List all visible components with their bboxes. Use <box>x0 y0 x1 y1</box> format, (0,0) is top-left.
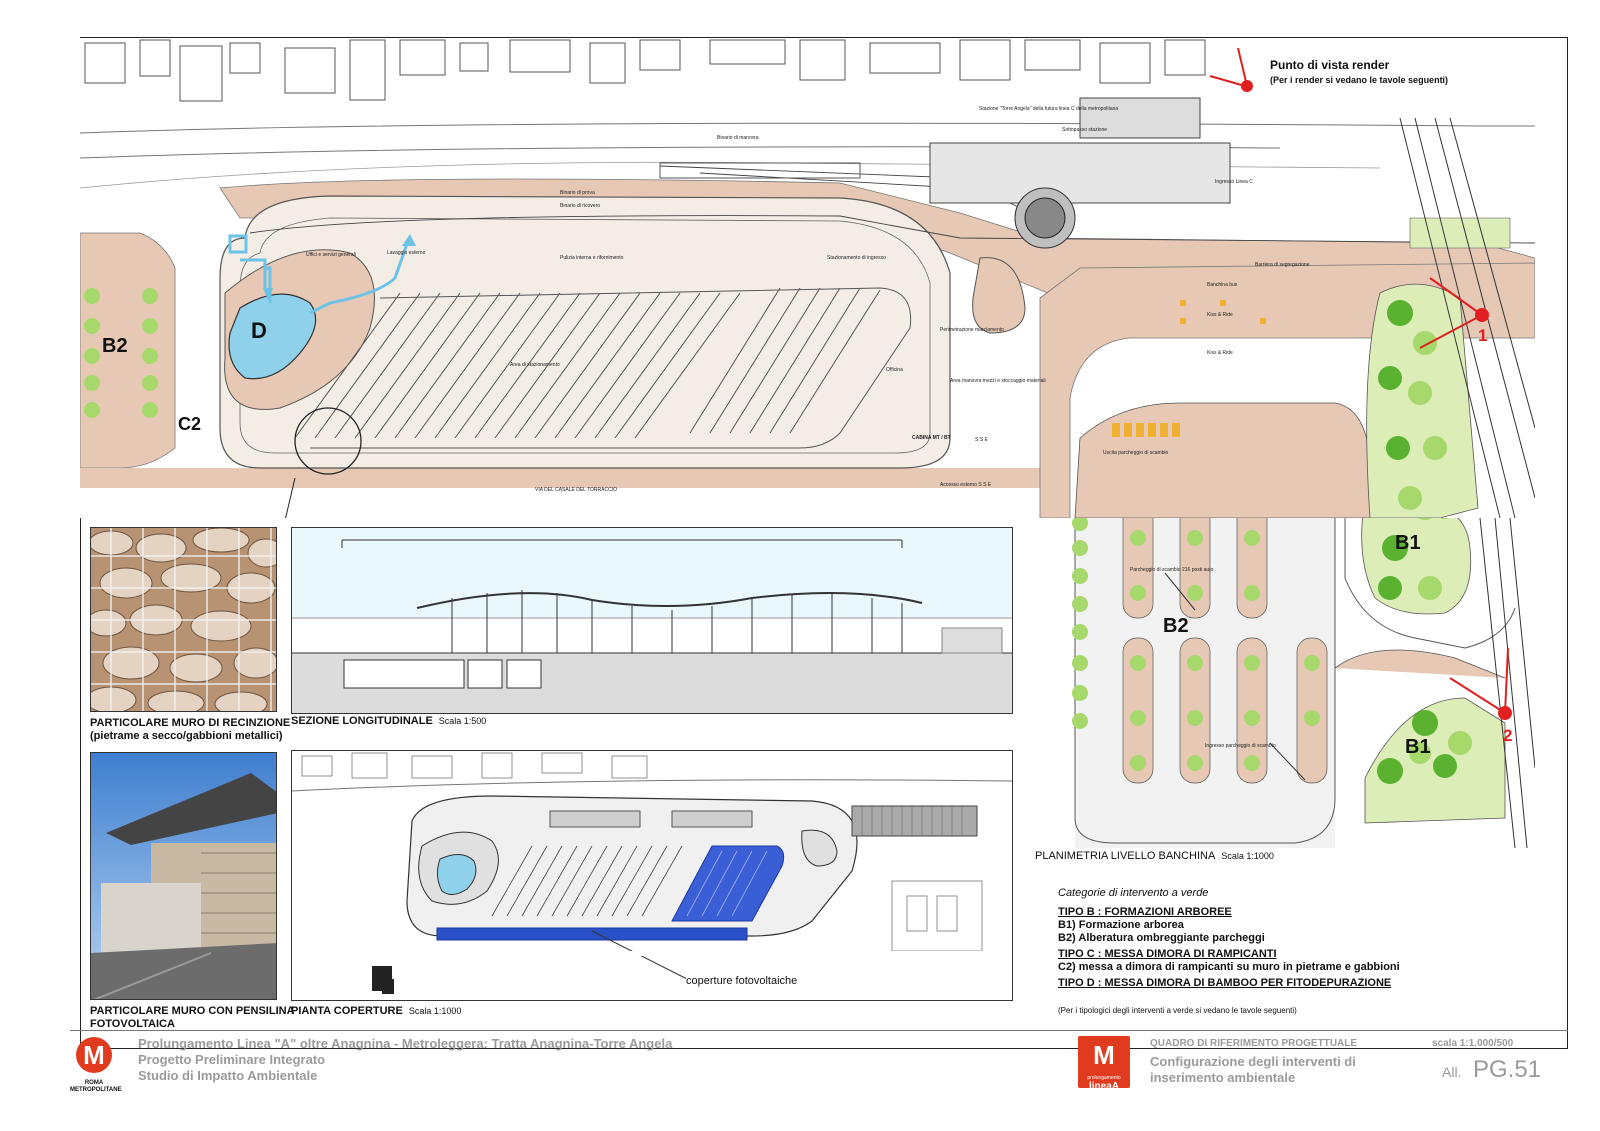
phyto-pond <box>228 293 317 380</box>
legend-title: Categorie di intervento a verde <box>1058 887 1209 899</box>
underpass-label: Sottopasso stazione <box>1062 127 1108 133</box>
viewpoint-1-marker <box>1419 277 1489 349</box>
kiss-ride-1-label: Kiss & Ride <box>1207 312 1233 318</box>
trees-b2-left <box>84 288 158 418</box>
parking-plan <box>1072 518 1535 848</box>
footer-rule <box>70 1030 1568 1031</box>
main-site-plan <box>80 38 1535 518</box>
manoeuvre-track-label: Binario di manovra <box>717 135 759 141</box>
pv-wall-caption: PARTICOLARE MURO CON PENSILINA <box>90 1005 295 1017</box>
park-entry-label: Ingresso parcheggio di scambio <box>1205 743 1276 749</box>
svg-text:M: M <box>1093 1040 1115 1070</box>
test-track-label: Binario di prova <box>560 190 595 196</box>
trees-b1-top <box>1378 300 1447 510</box>
project-title: Prolungamento Linea "A" oltre Anagnina -… <box>138 1036 673 1051</box>
legend-b2: B2) Alberatura ombreggiante parcheggi <box>1058 932 1265 944</box>
offices-label: Uffici e servizi generali <box>306 252 356 258</box>
sse-access-label: Accesso esterno S S E <box>940 482 992 488</box>
sse-label: S S E <box>975 437 988 443</box>
park-capacity-label: Parcheggio di scambio 216 posti auto <box>1130 567 1214 573</box>
drawing-scale: scala 1:1.000/500 <box>1432 1038 1514 1049</box>
storage-track-label: Binario di ricovero <box>560 203 601 209</box>
trees-b2-parking <box>1072 518 1320 771</box>
legend-type-c: TIPO C : MESSA DIMORA DI RAMPICANTI <box>1058 948 1277 960</box>
viewpoint-2-marker <box>1449 647 1512 720</box>
washing-label: Lavaggio esterno <box>387 250 426 256</box>
entry-stabling-label: Stazionamento di ingresso <box>827 255 886 261</box>
sheet-number: PG.51 <box>1473 1056 1542 1083</box>
viewpoint-legend-marker <box>1209 47 1253 92</box>
detail-circle <box>294 407 362 475</box>
kiss-ride-2-label: Kiss & Ride <box>1207 350 1233 356</box>
barrier-label: Barriera di segregazione <box>1255 262 1310 268</box>
ref-title: QUADRO DI RIFERIMENTO PROGETTUALE <box>1150 1038 1358 1049</box>
label-b2-parking: B2 <box>1163 615 1189 637</box>
label-b2-left: B2 <box>102 335 128 357</box>
legend-type-b: TIPO B : FORMAZIONI ARBOREE <box>1058 906 1232 918</box>
label-b1-top: B1 <box>1395 532 1421 554</box>
cabin-label: CABINA MT / BT <box>912 435 951 441</box>
config-line2: inserimento ambientale <box>1150 1070 1296 1085</box>
config-line1: Configurazione degli interventi di <box>1150 1054 1356 1069</box>
legend-type-d: TIPO D : MESSA DIMORA DI BAMBOO PER FITO… <box>1058 977 1392 989</box>
roof-plan-panel <box>291 750 1013 1001</box>
wall-caption: PARTICOLARE MURO DI RECINZIONE <box>90 717 291 729</box>
pv-wall-photo <box>90 752 277 1000</box>
wall-caption-sub: (pietrame a secco/gabbioni metallici) <box>90 730 283 742</box>
park-exit-label: Uscita parcheggio di scambio <box>1103 450 1169 456</box>
svg-text:M: M <box>83 1040 105 1070</box>
project-subtitle: Progetto Preliminare Integrato <box>138 1052 326 1067</box>
bus-platform-label: Banchina bus <box>1207 282 1238 288</box>
label-d: D <box>251 318 267 343</box>
section-panel <box>291 527 1013 714</box>
drawing-frame <box>80 37 1568 1049</box>
manoeuvre-area-label: Area manovra mezzi e stoccaggio material… <box>950 378 1046 384</box>
roma-metropolitane-logo: M ROMA METROPOLITANE <box>70 1035 122 1093</box>
label-c2: C2 <box>178 414 202 434</box>
pv-wall-caption-sub: FOTOVOLTAICA <box>90 1018 175 1030</box>
line-c-entry-label: Ingresso Linea C <box>1215 179 1253 185</box>
project-study: Studio di Impatto Ambientale <box>138 1068 318 1083</box>
stabling-area-label: Area di stazionamento <box>510 362 560 368</box>
stabling-tracks <box>294 287 912 449</box>
legend-c2: C2) messa a dimora di rampicanti su muro… <box>1058 961 1400 973</box>
workshop-label: Officina <box>886 367 903 373</box>
viewpoint-legend-note: (Per i render si vedano le tavole seguen… <box>1270 75 1449 85</box>
street-label: VIA DEL CASALE DEL TORRACCIO <box>535 487 617 493</box>
pv-roof-label: coperture fotovoltaiche <box>686 975 798 987</box>
station-label: Stazione "Torre Angela" della futura lin… <box>979 106 1119 112</box>
perimeter-label: Perimetrazione marciamento <box>940 327 1004 333</box>
viewpoint-2-label: 2 <box>1503 726 1513 745</box>
green-intervention-legend: Categorie di intervento a verde TIPO B :… <box>1058 887 1478 1017</box>
gabion-wall-photo <box>90 527 277 712</box>
buildings-row <box>84 39 1206 102</box>
viewpoint-1-label: 1 <box>1478 326 1488 345</box>
label-b1-bottom: B1 <box>1405 736 1431 758</box>
cleaning-label: Pulizia interna e rifornimento <box>560 255 624 261</box>
trees-b1-bottom <box>1377 710 1472 784</box>
linea-a-logo: M prolungamento lineaA <box>1078 1036 1130 1092</box>
legend-b1: B1) Formazione arborea <box>1058 919 1184 931</box>
trees-b1-mid <box>1378 518 1450 600</box>
annex-label: All. <box>1442 1064 1462 1080</box>
legend-note: (Per i tipologici degli interventi a ver… <box>1058 1006 1297 1015</box>
viewpoint-legend-title: Punto di vista render <box>1270 58 1390 72</box>
